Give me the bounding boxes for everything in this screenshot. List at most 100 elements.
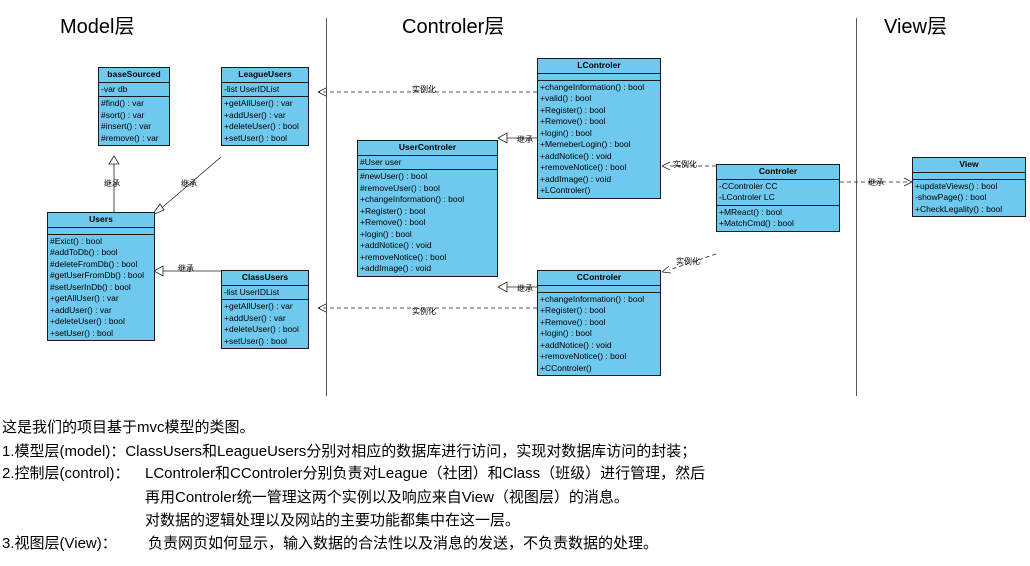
class-Users[interactable]: Users #Exict() : bool#addToDb() : bool#de… <box>47 212 155 341</box>
class-operation: +removeNotice() : bool <box>540 162 627 172</box>
class-name: ClassUsers <box>222 271 308 286</box>
class-operation: +Remove() : bool <box>540 116 606 126</box>
class-operation: +deleteUser() : bool <box>224 121 299 131</box>
class-operation: +Remove() : bool <box>360 217 426 227</box>
note-control-layer-line3: 对数据的逻辑处理以及网站的主要功能都集中在这一层。 <box>145 512 521 529</box>
class-operation: +LControler() <box>540 185 591 195</box>
class-operation: +addUser() : var <box>224 312 286 323</box>
class-operation: +getAllUser() : var <box>224 98 293 108</box>
class-attribute: -list UserIDList <box>224 83 280 94</box>
class-operation: #deleteFromDb() : bool <box>50 258 138 269</box>
class-operation: +addNotice() : void <box>540 339 612 350</box>
class-View[interactable]: View +updateViews() : bool-showPage() : b… <box>912 157 1026 217</box>
class-operation: +updateViews() : bool <box>915 180 998 191</box>
class-operation: +getAllUser() : var <box>224 301 293 311</box>
class-operation: #newUser() : bool <box>360 171 428 181</box>
class-operation: +addUser() : var <box>50 304 112 315</box>
class-name: Controler <box>717 165 839 180</box>
class-operation: +Remove() : bool <box>540 316 606 327</box>
class-name: View <box>913 158 1025 173</box>
class-CControler[interactable]: CControler+changeInformation() : bool+Re… <box>537 270 661 376</box>
class-name: LControler <box>538 59 660 74</box>
generalization-arrowhead <box>108 155 120 165</box>
model-layer-title: Model层 <box>60 16 135 38</box>
class-attributes: -list UserIDList <box>222 83 308 97</box>
note-control-layer-label: 2.控制层(control)： <box>2 465 130 482</box>
class-operations: +updateViews() : bool-showPage() : bool+… <box>913 180 1025 217</box>
class-attributes: #User user <box>358 156 497 170</box>
class-operation: #addToDb() : bool <box>50 247 118 257</box>
class-LeagueUsers[interactable]: LeagueUsers-list UserIDList +getAllUser()… <box>221 67 309 146</box>
edge-label-inherit: 继承 <box>181 179 197 188</box>
class-operation: +Register() : bool <box>360 205 426 216</box>
class-operation: +MemeberLogin() : bool <box>540 139 631 149</box>
class-operations: +changeInformation() : bool+valid() : bo… <box>538 81 660 198</box>
note-intro: 这是我们的项目基于mvc模型的类图。 <box>2 419 255 436</box>
class-operation: +valid() : bool <box>540 93 592 103</box>
leagueusers-users-generalization <box>156 156 222 213</box>
note-view-layer-label: 3.视图层(View)： <box>2 535 117 552</box>
edge-label-instantiate: 实例化 <box>676 257 700 266</box>
class-attributes: -var db <box>99 83 169 97</box>
class-operation: +setUser() : bool <box>50 327 114 338</box>
class-operation: +MReact() : bool <box>719 206 783 217</box>
class-operation: +removeNotice() : bool <box>540 351 627 361</box>
controller-layer-title: Controler层 <box>402 16 505 38</box>
class-operations: +getAllUser() : var+addUser() : var+dele… <box>222 97 308 145</box>
class-operations: #newUser() : bool#removeUser() : bool+ch… <box>358 170 497 276</box>
class-attributes <box>913 173 1025 180</box>
class-baseSourced[interactable]: baseSourced-var db#find() : var#sort() :… <box>98 67 170 146</box>
class-operation: +setUser() : bool <box>224 335 288 346</box>
class-operation: +getAllUser() : var <box>50 293 119 303</box>
class-operation: +Register() : bool <box>540 104 606 115</box>
edge-label-inherit: 继承 <box>517 135 533 144</box>
class-operation: +login() : bool <box>360 228 412 239</box>
class-operations: #Exict() : bool#addToDb() : bool#deleteF… <box>48 235 154 341</box>
class-name: UserControler <box>358 141 497 156</box>
class-attributes <box>538 74 660 81</box>
edge-label-instantiate: 实例化 <box>412 307 436 316</box>
class-ClassUsers[interactable]: ClassUsers-list UserIDList +getAllUser() … <box>221 270 309 349</box>
class-operation: +MatchCmd() : bool <box>719 218 794 228</box>
note-view-layer: 负责网页如何显示，输入数据的合法性以及消息的发送，不负责数据的处理。 <box>148 535 659 552</box>
class-operation: +setUser() : bool <box>224 132 288 143</box>
class-name: baseSourced <box>99 68 169 83</box>
class-operation: #remove() : var <box>101 132 159 143</box>
class-UserControler[interactable]: UserControler#User user#newUser() : bool… <box>357 140 498 277</box>
edge-label-instantiate: 实例化 <box>673 160 697 169</box>
class-operation: +changeInformation() : bool <box>540 81 645 92</box>
controller-view-divider <box>856 18 857 396</box>
class-operation: +changeInformation() : bool <box>540 293 645 304</box>
class-operation: +addNotice() : void <box>540 150 612 161</box>
class-attributes: -list UserIDList <box>222 286 308 300</box>
class-operation: +CControler() <box>540 362 592 373</box>
class-name: Users <box>48 213 154 228</box>
class-LControler[interactable]: LControler +changeInformation() : bool+va… <box>537 58 661 199</box>
edge-label-inherit: 继承 <box>517 284 533 293</box>
class-operations: +changeInformation() : bool+Register() :… <box>538 293 660 376</box>
view-layer-title: View层 <box>884 16 947 38</box>
model-controller-divider <box>326 18 327 396</box>
class-operation: #sort() : var <box>101 109 145 120</box>
note-control-layer-line1: LControler和CControler分别负责对League（社团）和Cla… <box>145 465 706 482</box>
edge-label-inherit: 继承 <box>868 178 884 187</box>
class-operations: +getAllUser() : var+addUser() : var+dele… <box>222 300 308 348</box>
class-operation: #find() : var <box>101 98 144 108</box>
class-operation: +CheckLegality() : bool <box>915 203 1003 214</box>
class-operation: +removeNotice() : bool <box>360 251 447 262</box>
class-attribute: -list UserIDList <box>224 286 280 297</box>
class-operation: +addImage() : void <box>540 173 612 184</box>
class-operation: #insert() : var <box>101 121 152 131</box>
class-attributes <box>538 286 660 293</box>
controler-ccontroler-dependency <box>668 253 717 271</box>
generalization-arrowhead <box>150 203 165 216</box>
class-Controler[interactable]: Controler-CControler CC-LControler LC+MR… <box>716 164 840 232</box>
generalization-arrowhead <box>497 281 508 293</box>
class-name: LeagueUsers <box>222 68 308 83</box>
class-attribute: -CControler CC <box>719 180 778 191</box>
note-model-layer: 1.模型层(model)：ClassUsers和LeagueUsers分别对相应… <box>2 443 697 460</box>
class-operation: +login() : bool <box>540 328 592 338</box>
class-operation: +addUser() : var <box>224 109 286 120</box>
generalization-arrowhead <box>153 265 164 277</box>
